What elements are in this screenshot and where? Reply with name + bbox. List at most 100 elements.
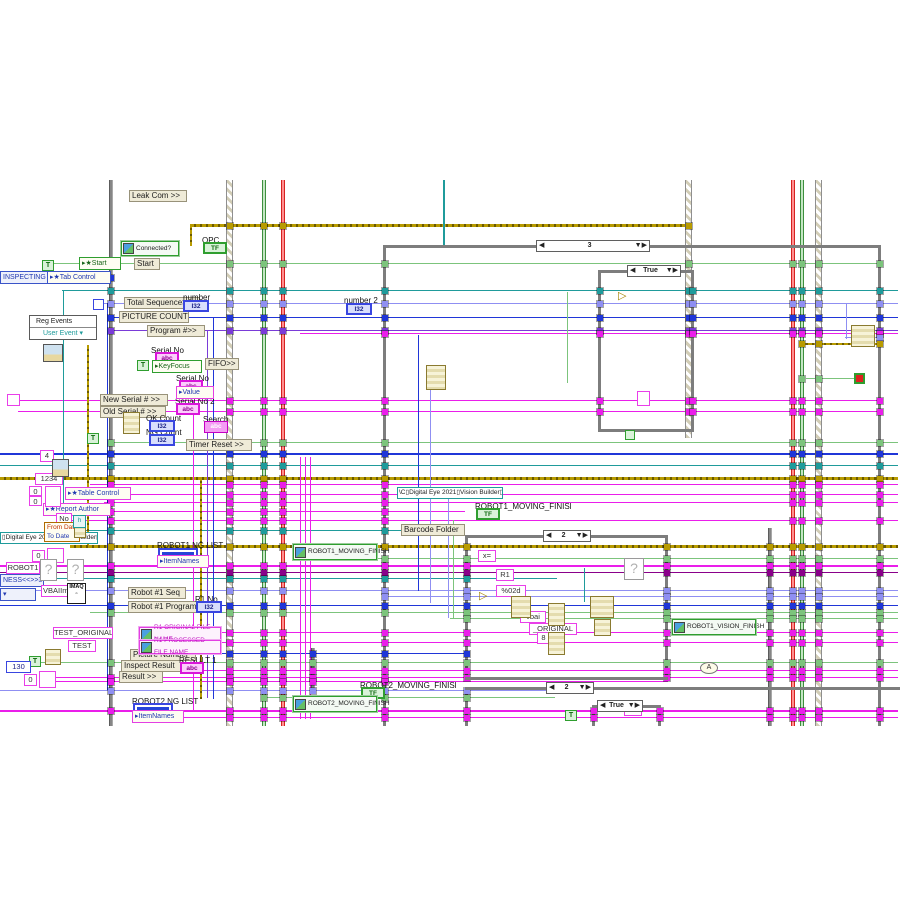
opc-indicator[interactable]: TF	[203, 242, 227, 254]
concat-strings-node-1[interactable]	[548, 603, 565, 626]
big-case-selector[interactable]: ◀3▼▶	[536, 240, 650, 252]
wire-O-0	[190, 224, 688, 227]
format-into-string-node[interactable]	[511, 596, 531, 618]
ok-count-terminal[interactable]: I32	[149, 420, 175, 432]
tunnel-red-bar-left-30	[279, 601, 287, 610]
const-130[interactable]: 130	[6, 661, 31, 673]
cluster-frame-3[interactable]	[39, 671, 56, 688]
itemnames2-property[interactable]: ▸ItemNames	[132, 710, 184, 723]
connected-vi[interactable]: Connected?	[120, 240, 180, 257]
concat-strings-node-2[interactable]	[548, 632, 565, 655]
tunnel-case-edge-right-lower-24	[766, 554, 774, 563]
bool-tunnel-true-case[interactable]	[625, 430, 635, 440]
concat-strings-node-3[interactable]	[594, 619, 611, 636]
r1-no-terminal[interactable]: I32	[196, 601, 222, 613]
small-numeric-const[interactable]	[93, 299, 104, 310]
result-label: Result >>	[119, 671, 163, 683]
r1-processed-file-name-vi[interactable]: R1 PROCESSED FILE NAME	[138, 637, 222, 656]
tab-control-property[interactable]: ▸★Tab Control	[47, 271, 111, 284]
misc-dropdown[interactable]: ▾	[0, 588, 36, 601]
const-robot1[interactable]: ROBOT1	[6, 562, 40, 574]
bottom-case-selector[interactable]: ◀2▼▶	[546, 682, 594, 694]
event-vi-icon[interactable]	[43, 344, 63, 362]
tunnel-green-bar-right-18	[798, 490, 806, 499]
empty-string-const[interactable]	[637, 391, 650, 406]
robot1-moving-finish-indicator[interactable]: TF	[476, 508, 500, 520]
tunnel-green-bar-right-9	[798, 340, 806, 348]
path-convert-node[interactable]: h	[73, 515, 86, 528]
tunnel-true-case-left-edge-12	[595, 407, 604, 416]
pink-const-left-edge[interactable]	[7, 394, 20, 406]
value-property[interactable]: ▸Value	[176, 386, 214, 399]
table-control-property[interactable]: ▸★Table Control	[65, 487, 131, 500]
tunnel-sequence-bar-right-19	[814, 498, 823, 507]
tunnel-big-case-right-edge-11	[875, 396, 884, 405]
listbox-symbols-node[interactable]	[45, 649, 61, 665]
const-0-b[interactable]: 0	[24, 674, 37, 686]
missing-vi-1[interactable]: ?	[40, 559, 57, 581]
r1-no-caption: R1 No	[195, 595, 218, 604]
inspecting-enum[interactable]: INSPECTING ▾	[0, 271, 48, 284]
wire-M-11	[18, 400, 880, 401]
tunnel-sequence-bar-right-24	[814, 554, 823, 563]
number-terminal[interactable]: I32	[183, 300, 209, 312]
keyfocus-property[interactable]: ▸KeyFocus	[152, 360, 202, 373]
tunnel-green-bar-left-39	[260, 677, 268, 686]
search-replace-node[interactable]	[590, 596, 614, 618]
start-property[interactable]: ▸★Start	[79, 257, 121, 270]
tunnel-sequence-bar-right-33	[814, 628, 823, 637]
missing-vi-3[interactable]: ?	[624, 558, 644, 580]
tunnel-red-bar-left-43	[279, 713, 287, 722]
wire-M-21	[58, 520, 898, 521]
tunnel-big-case-right-edge-34	[875, 638, 884, 647]
tunnel-case-left-edge-1-2	[107, 273, 115, 282]
tunnel-red-bar-right-25	[789, 562, 797, 570]
cluster-0-b[interactable]: 0	[29, 496, 42, 506]
stop-terminal[interactable]	[854, 373, 865, 384]
const-test[interactable]: TEST	[68, 640, 96, 652]
right-cluster-node[interactable]	[851, 325, 875, 347]
tunnel-big-case-left-edge-23	[380, 542, 389, 551]
ng-count-terminal[interactable]: I32	[149, 434, 175, 446]
result1-terminal[interactable]: abc	[180, 662, 204, 674]
cluster-0-a[interactable]: 0	[29, 486, 42, 496]
wire-B-14	[0, 453, 898, 455]
imaq-constant[interactable]: IMAQ ▫	[67, 583, 86, 604]
cluster-frame-1[interactable]	[45, 486, 61, 507]
const-xeq-1[interactable]: x=	[478, 550, 496, 562]
missing-vi-2[interactable]: ?	[67, 559, 84, 581]
search-terminal[interactable]: abc	[204, 421, 228, 433]
tunnel-red-bar-left-3	[279, 286, 287, 295]
itemnames1-property[interactable]: ▸ItemNames	[157, 555, 209, 568]
ness-enum[interactable]: NESS<<>>3 ▾	[0, 574, 44, 587]
bool-const-left[interactable]: T	[87, 433, 99, 444]
wire-T-45	[63, 290, 64, 530]
tunnel-sequence-bar-top-middle-12	[684, 407, 693, 416]
wire-M-19	[104, 502, 898, 503]
robot1-vision-finish-vi[interactable]: ROBOT1_VISION_FINISH	[671, 618, 764, 636]
serial-no-2-terminal[interactable]: abc	[176, 403, 200, 415]
number2-terminal[interactable]: I32	[346, 303, 372, 315]
mid-case-selector[interactable]: ◀2▼▶	[543, 530, 591, 542]
const-r1[interactable]: R1	[496, 569, 514, 581]
bool-const-keyfocus[interactable]: T	[137, 360, 149, 371]
tunnel-case-left-edge-1-25	[107, 562, 115, 570]
tunnel-green-bar-left-5	[260, 313, 268, 322]
bool-const-start[interactable]: T	[42, 260, 54, 271]
robot1-moving-finish-vi[interactable]: ROBOT1_MOVING_FINISH	[292, 543, 390, 561]
const-test-original[interactable]: TEST_ORIGINAL	[53, 627, 113, 639]
true-case-selector[interactable]: ◀True▼▶	[627, 265, 681, 277]
tunnel-case-edge-right-lower-42	[766, 707, 774, 715]
tunnel-green-bar-left-12	[260, 407, 268, 416]
tunnel-green-bar-right-26	[798, 568, 806, 577]
config-vi-icon[interactable]	[52, 459, 69, 477]
robot2-moving-finish-vi[interactable]: ROBOT2_MOVING_FINISH	[292, 695, 390, 713]
bool-const-bottom-true[interactable]: T	[565, 710, 577, 721]
count-unbundle-node[interactable]	[123, 412, 140, 434]
bottom-true-selector[interactable]: ◀True▼▶	[597, 700, 643, 712]
tunnel-mid-case-right-edge-32	[662, 614, 671, 623]
build-array-node[interactable]	[426, 365, 446, 390]
const-4[interactable]: 4	[40, 450, 54, 462]
